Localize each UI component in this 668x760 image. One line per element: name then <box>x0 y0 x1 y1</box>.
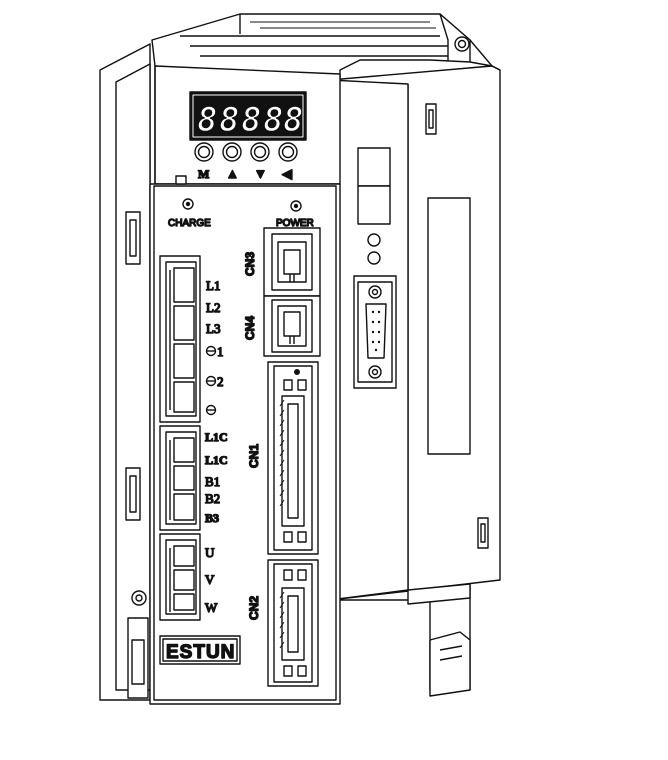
display-digit-1: 8 <box>197 100 217 140</box>
down-button-label: ▼ <box>254 166 267 181</box>
power-indicator: POWER <box>275 200 314 230</box>
terminal-l1-label: L1 <box>206 278 220 293</box>
cn2-connector <box>267 559 319 687</box>
dc-bus-2-icon <box>205 375 217 387</box>
terminal-labels: L1 L2 L3 1 2 L1C L1C B1 B2 B3 U V W <box>204 277 228 615</box>
up-button[interactable] <box>222 142 242 162</box>
display-digit-5: 8 <box>283 100 303 140</box>
terminal-dc2-label: 2 <box>217 374 224 389</box>
power-led-icon <box>290 200 302 212</box>
cn3-port <box>263 227 321 297</box>
charge-led-icon <box>182 198 194 210</box>
keypad: M ▲ ▼ ◀ <box>194 142 298 182</box>
up-button-label: ▲ <box>226 166 239 181</box>
terminal-l2-label: L2 <box>206 300 220 315</box>
left-mounting-flange <box>99 43 151 701</box>
mounting-hole-icon <box>454 36 470 52</box>
cn4-port <box>263 295 321 357</box>
display-digit-3: 8 <box>241 100 261 140</box>
power-label: POWER <box>276 218 314 229</box>
down-button[interactable] <box>250 142 270 162</box>
ground-screw-icon <box>131 590 147 606</box>
terminal-l1c-label: L1C <box>205 430 228 444</box>
terminal-b3-label: B3 <box>205 511 219 525</box>
terminal-u-label: U <box>205 545 215 560</box>
cn1-label: CN1 <box>247 444 261 468</box>
mode-button[interactable] <box>194 142 214 162</box>
cn2-label: CN2 <box>247 596 261 620</box>
dc-bus-neg-icon <box>205 404 217 416</box>
seven-segment-display: 8 8 8 8 8 <box>189 91 307 141</box>
dc-bus-1-icon <box>205 345 217 357</box>
terminal-w-label: W <box>205 600 218 615</box>
top-heatsink <box>151 13 493 81</box>
charge-indicator: CHARGE <box>167 198 212 230</box>
terminal-dc1-label: 1 <box>217 344 224 359</box>
front-side-strip <box>329 79 409 601</box>
main-power-terminal-block <box>159 255 201 423</box>
terminal-l2c-label: L1C <box>205 453 228 467</box>
terminal-v-label: V <box>205 572 215 587</box>
aux-terminal-block <box>159 425 201 531</box>
shift-button[interactable] <box>278 142 298 162</box>
brand-logo: ESTUN <box>159 635 241 665</box>
cn4-label: CN4 <box>243 316 257 340</box>
terminal-b1-label: B1 <box>205 474 220 489</box>
charge-label: CHARGE <box>168 218 211 229</box>
communication-port <box>353 275 397 389</box>
connector-labels: CN3 CN4 CN1 CN2 <box>242 251 261 621</box>
motor-terminal-block <box>159 533 201 621</box>
display-digit-4: 8 <box>263 100 283 140</box>
terminal-l3-label: L3 <box>206 321 220 336</box>
display-digit-2: 8 <box>219 100 239 140</box>
mode-button-label: M <box>198 167 209 181</box>
bottom-mounting-feet <box>329 583 471 697</box>
cn3-label: CN3 <box>243 252 257 276</box>
brand-logo-text: ESTUN <box>166 642 235 663</box>
terminal-b2-label: B2 <box>205 491 220 506</box>
shift-button-label: ◀ <box>282 166 292 181</box>
cn1-connector <box>267 361 319 555</box>
